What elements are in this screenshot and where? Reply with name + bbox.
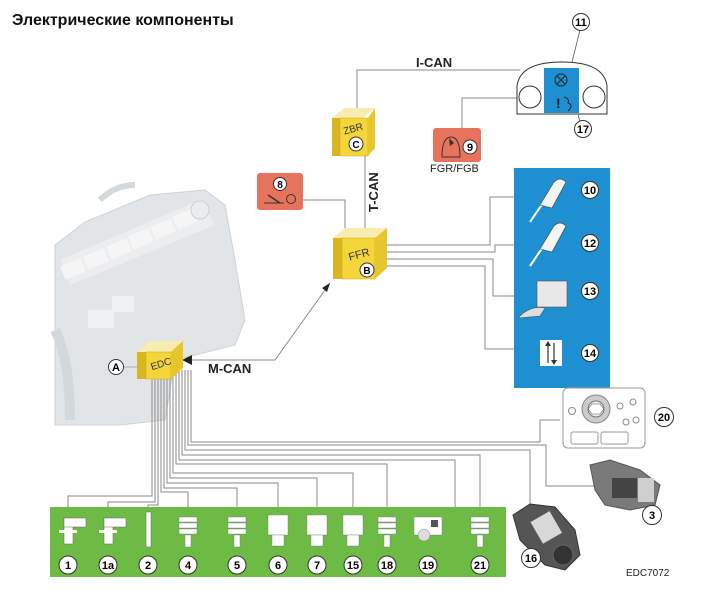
- sensor-badge: [343, 555, 363, 575]
- sensor-badge: [227, 555, 247, 575]
- sensor-icons: 1 1a 2 4 5 6 7 15 18 19 21: [58, 511, 490, 575]
- module-edc[interactable]: EDC: [137, 341, 183, 380]
- arrow-head-ffr: [322, 283, 330, 292]
- component-3-number: 3: [649, 510, 655, 522]
- component-16-number: 16: [525, 553, 537, 565]
- module-zbr-name: ZBR: [342, 122, 364, 138]
- module-zbr-id: C: [352, 140, 359, 151]
- engine-illustration: [50, 182, 246, 426]
- sensor-badge: [178, 555, 198, 575]
- warning-lamp-icon: [554, 73, 568, 87]
- page-title: Электрические компоненты: [12, 12, 234, 29]
- component-14[interactable]: 14: [540, 340, 599, 366]
- sensor-number: 21: [474, 560, 486, 572]
- component-17-badge: [574, 120, 592, 138]
- sensor-badge: [98, 555, 118, 575]
- sensor-item-19[interactable]: 19: [413, 516, 443, 575]
- component-9-number: 9: [467, 142, 473, 154]
- sensor-number: 15: [347, 560, 359, 572]
- instrument-cluster[interactable]: !: [516, 61, 608, 115]
- component-9[interactable]: 9: [433, 128, 481, 162]
- sensor-badge: [418, 555, 438, 575]
- arrow-head-edc: [182, 355, 192, 365]
- sensor-item-21[interactable]: 21: [470, 516, 490, 575]
- sensor-badge: [470, 555, 490, 575]
- sensor-number: 5: [234, 560, 240, 572]
- exhaust-warning-icon: !: [556, 95, 561, 111]
- sensor-item-6[interactable]: 6: [267, 514, 289, 575]
- component-10[interactable]: 10: [529, 178, 599, 223]
- bus-label-i-can: I-CAN: [416, 55, 452, 70]
- component-11-badge: [572, 13, 590, 31]
- sensor-number: 4: [185, 560, 192, 572]
- component-8-number: 8: [277, 180, 283, 191]
- sensor-number: 1a: [102, 560, 115, 572]
- module-ffr-name: FFR: [347, 247, 371, 264]
- module-zbr[interactable]: ZBR C: [332, 108, 375, 157]
- component-10-number: 10: [584, 185, 596, 197]
- module-ffr[interactable]: FFR B: [333, 228, 387, 280]
- sensor-item-2[interactable]: 2: [138, 511, 158, 575]
- component-12-number: 12: [584, 238, 596, 250]
- component-16[interactable]: 16: [512, 503, 581, 571]
- sensor-number: 6: [275, 560, 281, 572]
- module-ffr-id: B: [363, 266, 370, 277]
- sensor-number: 1: [65, 560, 71, 572]
- sensor-item-5[interactable]: 5: [227, 516, 247, 575]
- sensor-badge: [307, 555, 327, 575]
- sensor-badge: [268, 555, 288, 575]
- wiring: [67, 69, 600, 546]
- component-14-number: 14: [584, 348, 597, 360]
- component-8[interactable]: 8: [257, 173, 303, 210]
- sensor-item-15[interactable]: 15: [342, 514, 364, 575]
- sensor-badge: [377, 555, 397, 575]
- component-13[interactable]: 13: [517, 280, 599, 319]
- sensor-item-1[interactable]: 1: [58, 517, 87, 575]
- component-9-label: FGR/FGB: [430, 163, 479, 175]
- sensor-item-4[interactable]: 4: [178, 516, 198, 575]
- bus-label-t-can: T-CAN: [366, 172, 381, 212]
- component-11-number: 11: [575, 17, 587, 29]
- component-13-number: 13: [584, 286, 596, 298]
- module-edc-id: A: [112, 362, 120, 374]
- sensor-number: 18: [381, 560, 393, 572]
- sensor-badge: [58, 555, 78, 575]
- sensor-badge: [138, 555, 158, 575]
- sensor-item-7[interactable]: 7: [306, 514, 328, 575]
- sensor-number: 7: [314, 560, 320, 572]
- figure-code: EDC7072: [626, 568, 670, 579]
- component-20[interactable]: 20: [562, 387, 674, 449]
- component-20-number: 20: [658, 412, 670, 424]
- component-12[interactable]: 12: [529, 222, 599, 267]
- sensor-number: 19: [422, 560, 434, 572]
- sensor-item-1a[interactable]: 1a: [98, 517, 127, 575]
- hand-icon: [449, 138, 454, 146]
- component-17-number: 17: [577, 124, 589, 136]
- sensor-number: 2: [145, 560, 151, 572]
- sensor-item-18[interactable]: 18: [377, 516, 397, 575]
- component-3[interactable]: 3: [589, 459, 662, 525]
- bus-label-m-can: M-CAN: [208, 361, 251, 376]
- module-edc-badge: [108, 359, 124, 375]
